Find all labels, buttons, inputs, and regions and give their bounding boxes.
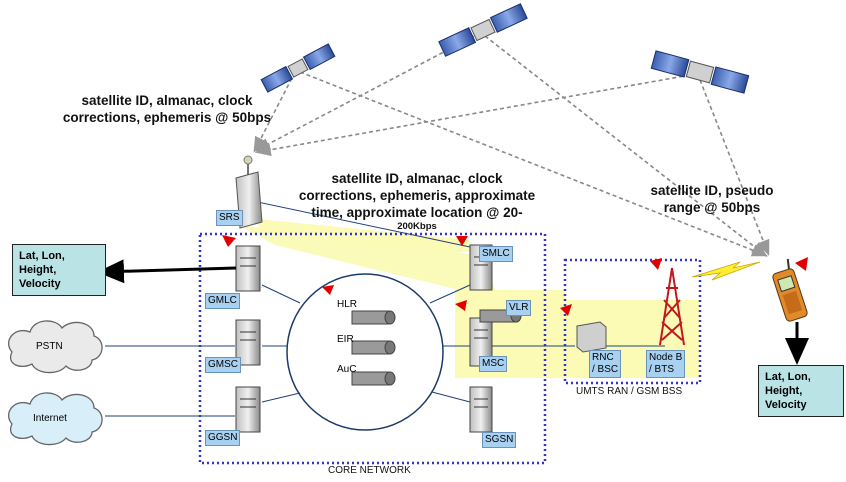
marker-icon	[650, 258, 662, 270]
satellite-icon	[650, 50, 750, 94]
node-vlr-label: VLR	[506, 300, 532, 316]
annotation-line: satellite ID, almanac, clock	[331, 171, 503, 186]
marker-icon	[560, 304, 572, 316]
marker-icon	[795, 257, 808, 271]
node-rnc-label: RNC / BSC	[589, 350, 622, 378]
output-line: Velocity	[19, 278, 61, 290]
internet-cloud-icon	[7, 392, 103, 446]
node-ggsn-label: GGSN	[205, 430, 241, 446]
core-network-label: CORE NETWORK	[328, 465, 411, 476]
output-line: Height,	[19, 264, 57, 276]
annotation-line: corrections, ephemeris, approximate	[298, 188, 536, 203]
ran-border	[563, 258, 702, 385]
output-line: Lat, Lon,	[19, 250, 65, 262]
output-line: Height,	[765, 385, 803, 397]
annotation-line: time, approximate location @ 20-	[311, 205, 523, 220]
node-gmsc-label: GMSC	[205, 357, 241, 373]
node-nodeb-line: Node B	[649, 352, 683, 363]
cell-tower-icon	[659, 267, 685, 346]
annotation-line: satellite ID, almanac, clock	[81, 93, 253, 108]
satellite-icon	[438, 3, 528, 57]
annotation-line: range @ 50bps	[663, 200, 761, 215]
hlr-database-icon	[351, 310, 396, 325]
node-rnc-line: / BSC	[592, 364, 619, 375]
marker-icon	[455, 300, 467, 311]
mobile-phone-icon	[772, 258, 808, 322]
output-box-left: Lat, Lon, Height, Velocity	[12, 244, 106, 296]
node-nodeb-line: / BTS	[649, 364, 675, 375]
db-eir-label: EIR	[337, 334, 354, 345]
annotation-sat-mid: satellite ID, almanac, clock corrections…	[282, 170, 552, 233]
db-auc-label: AuC	[337, 364, 357, 375]
annotation-sat-right: satellite ID, pseudo range @ 50bps	[632, 182, 792, 216]
node-rnc-line: RNC	[592, 352, 614, 363]
marker-icon	[322, 285, 334, 295]
satellite-icon	[260, 43, 336, 93]
srs-highlight-band	[238, 225, 500, 300]
marker-icon	[456, 236, 468, 246]
output-line: Velocity	[765, 399, 807, 411]
wireless-link-icon	[691, 261, 761, 281]
gmlc-server-icon	[235, 245, 261, 292]
pstn-label: PSTN	[36, 341, 63, 352]
node-srs-label: SRS	[216, 210, 243, 226]
db-hlr-label: HLR	[337, 299, 358, 310]
sgsn-server-icon	[469, 386, 493, 433]
core-network-border	[198, 232, 547, 465]
node-msc-label: MSC	[479, 356, 508, 372]
node-smlc-label: SMLC	[479, 246, 513, 262]
output-box-right: Lat, Lon, Height, Velocity	[758, 365, 844, 417]
pstn-cloud-icon	[7, 320, 103, 374]
internet-label: Internet	[33, 413, 67, 424]
srs-smlc-highlight	[245, 205, 470, 252]
annotation-line: satellite ID, pseudo	[650, 183, 774, 198]
annotation-line: corrections, ephemeris @ 50bps	[62, 110, 272, 125]
auc-database-icon	[351, 371, 396, 386]
output-line: Lat, Lon,	[765, 371, 811, 383]
annotation-line: 200Kbps	[397, 221, 437, 232]
eir-database-icon	[351, 340, 396, 355]
marker-icon	[222, 235, 236, 247]
ggsn-server-icon	[235, 386, 261, 433]
node-gmlc-label: GMLC	[205, 293, 240, 309]
annotation-sat-top-left: satellite ID, almanac, clock corrections…	[52, 92, 282, 126]
node-nodeb-label: Node B / BTS	[646, 350, 686, 378]
ran-label: UMTS RAN / GSM BSS	[576, 386, 683, 397]
node-sgsn-label: SGSN	[482, 432, 517, 448]
rnc-equipment-icon	[576, 321, 607, 353]
